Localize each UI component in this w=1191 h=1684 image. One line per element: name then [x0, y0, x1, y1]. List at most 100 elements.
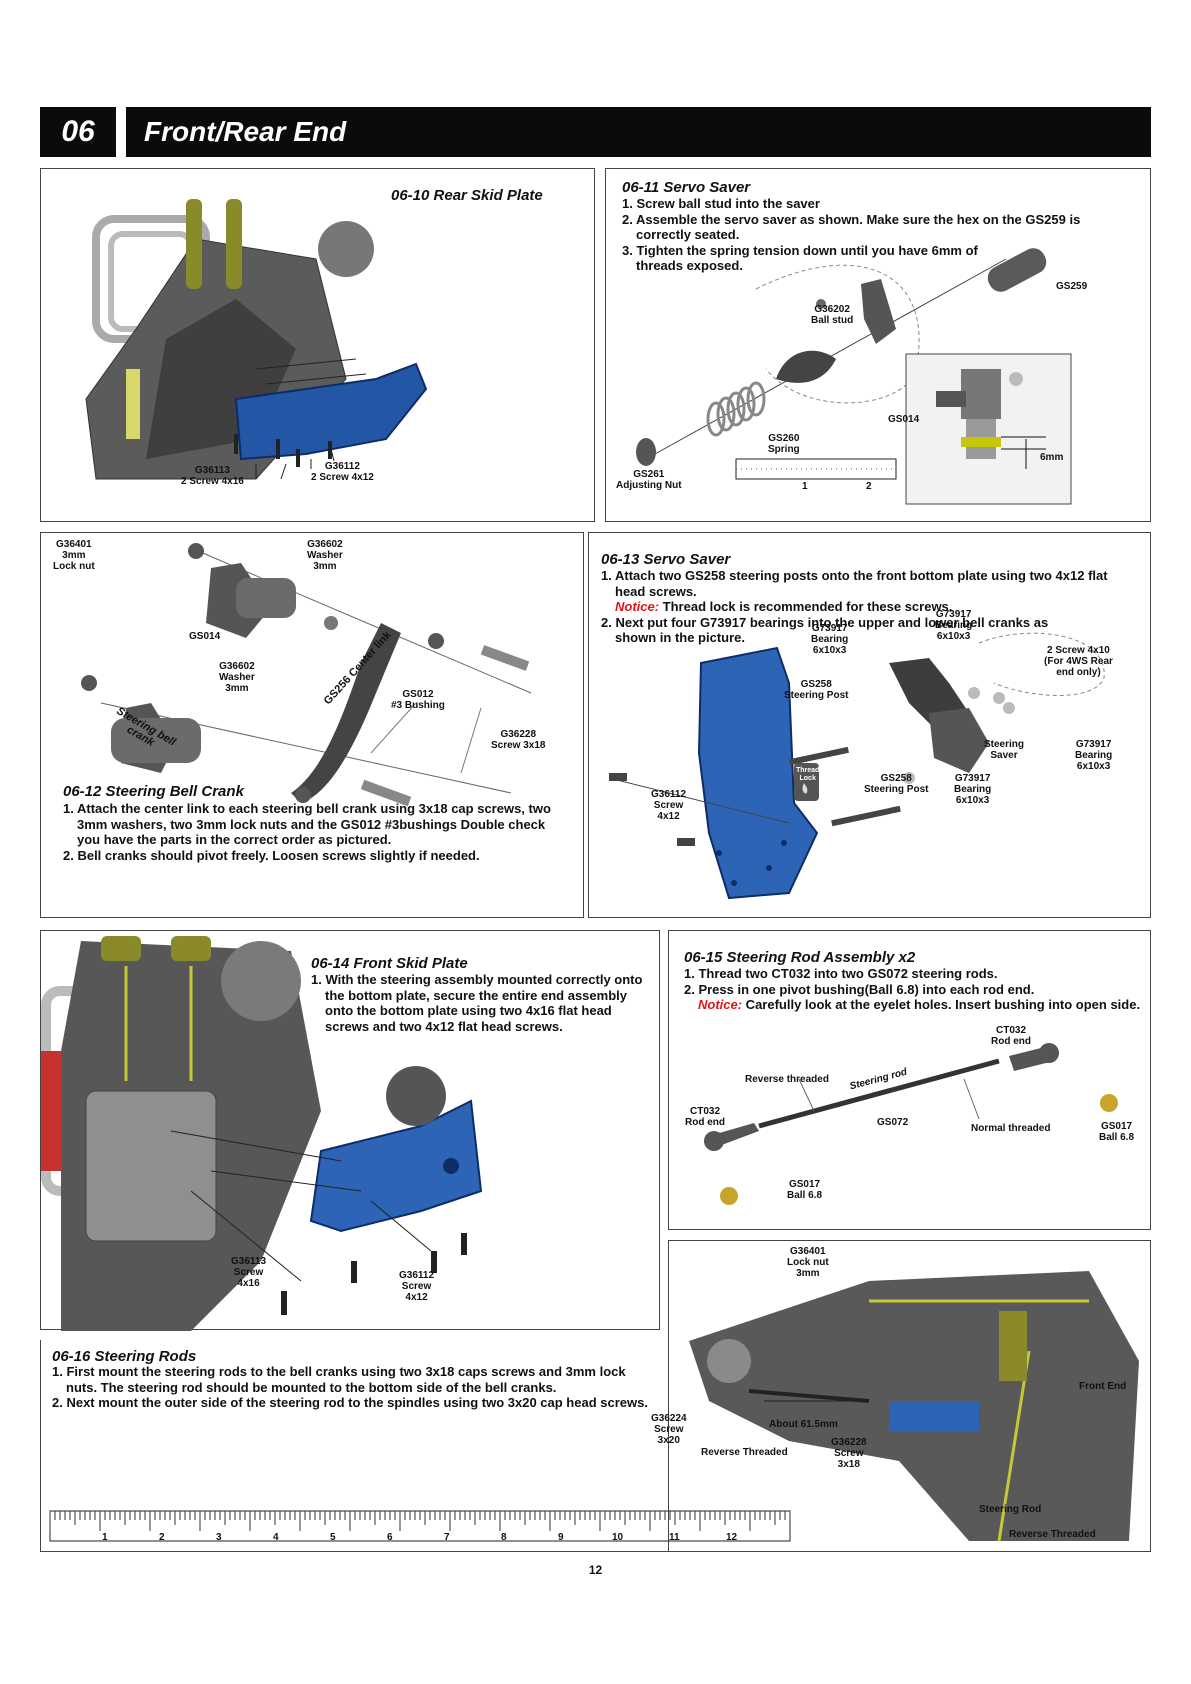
section-title: Front/Rear End [126, 107, 1151, 157]
ruler-mark: 10 [612, 1532, 624, 1543]
label-about-61-5mm: About 61.5mm [769, 1419, 838, 1430]
step: 2. Next put four G73917 bearings into th… [601, 614, 1049, 646]
ruler-mark: 6 [387, 1532, 393, 1543]
notice-text: Carefully look at the eyelet holes. Inse… [742, 997, 1141, 1012]
panel-title-steering-rods: 06-16 Steering Rods [52, 1348, 197, 1365]
label-g36401: G36401 Lock nut 3mm [787, 1246, 829, 1279]
ruler-mark: 7 [444, 1532, 450, 1543]
instruction-steps: 1. Screw ball stud into the saver 2. Ass… [622, 196, 1132, 274]
steering-rod-illustration [704, 1043, 1118, 1205]
label-gs014: GS014 [888, 414, 920, 425]
panel-servo-saver-2: 06-13 Servo Saver 1. Attach two GS258 st… [588, 532, 1151, 918]
panel-title: 06-11 Servo Saver [622, 179, 751, 196]
step: 1. Thread two CT032 into two GS072 steer… [684, 966, 998, 981]
label-gs014: GS014 [189, 631, 221, 642]
label-g36228: G36228 Screw 3x18 [491, 729, 546, 751]
ruler-mark: 1 [102, 1532, 108, 1543]
panel-title: 06-14 Front Skid Plate [311, 955, 468, 972]
label-gs258-bottom: GS258 Steering Post [864, 773, 929, 795]
panel-title: 06-13 Servo Saver [601, 551, 731, 568]
label-gs259: GS259 [1056, 281, 1088, 292]
label-g73917-top: G73917 Bearing 6x10x3 [935, 609, 973, 642]
instruction-steps: 1. Thread two CT032 into two GS072 steer… [684, 966, 1144, 1013]
label-gs261: GS261 Adjusting Nut [616, 469, 682, 491]
label-g73917-left: G73917 Bearing 6x10x3 [811, 623, 849, 656]
label-normal-threaded: Normal threaded [971, 1123, 1051, 1134]
front-end-assembly-illustration [41, 936, 483, 1331]
label-gs017-right: GS017 Ball 6.8 [1099, 1121, 1135, 1143]
label-screw-4x10: 2 Screw 4x10 (For 4WS Rear end only) [1044, 645, 1113, 678]
ruler-mark: 2 [866, 481, 872, 492]
step: 2. Bell cranks should pivot freely. Loos… [63, 847, 480, 863]
rear-end-assembly-illustration [85, 199, 428, 480]
label-g36202: G36202 Ball stud [811, 304, 854, 326]
label-g36224: G36224 Screw 3x20 [651, 1413, 687, 1446]
notice: Notice: Thread lock is recommended for t… [601, 599, 1141, 615]
section-number: 06 [40, 107, 116, 157]
label-g73917-right: G73917 Bearing 6x10x3 [1075, 739, 1113, 772]
instruction-steps: 1. Attach the center link to each steeri… [63, 801, 563, 863]
panel-title: 06-15 Steering Rod Assembly x2 [684, 949, 916, 966]
steering-rods-photo-frame: G36401 Lock nut 3mm Front End G36224 Scr… [651, 1240, 1151, 1552]
notice-label: Notice: [698, 997, 743, 1012]
label-g36602-bottom: G36602 Washer 3mm [219, 661, 255, 694]
label-front-end: Front End [1079, 1381, 1127, 1392]
ruler-mark: 5 [330, 1532, 336, 1543]
panel-front-skid-plate: 06-14 Front Skid Plate 1. With the steer… [40, 930, 660, 1331]
label-g36113: G36113 Screw 4x16 [231, 1256, 267, 1289]
label-ct032-top: CT032 Rod end [991, 1025, 1031, 1047]
instruction-steps: 1. Attach two GS258 steering posts onto … [601, 568, 1141, 646]
label-g36112: G36112 Screw 4x12 [399, 1270, 435, 1303]
label-6mm: 6mm [1040, 452, 1064, 463]
ruler-mark: 9 [558, 1532, 564, 1543]
panel-steering-rod-assembly: 06-15 Steering Rod Assembly x2 1. Thread… [668, 930, 1151, 1230]
notice-label: Notice: [615, 599, 660, 614]
label-reverse-threaded: Reverse threaded [745, 1074, 829, 1085]
panel-steering-bell-crank: G36401 3mm Lock nut G36602 Washer 3mm GS… [40, 532, 584, 918]
step: 1. With the steering assembly mounted co… [311, 972, 643, 1034]
step: 2. Next mount the outer side of the stee… [52, 1395, 648, 1410]
label-gs072: GS072 [877, 1117, 909, 1128]
step: 2. Press in one pivot bushing(Ball 6.8) … [684, 981, 1035, 997]
ruler-mark: 3 [216, 1532, 222, 1543]
label-steering-saver: Steering Saver [984, 739, 1025, 761]
ruler-mark: 1 [802, 481, 808, 492]
ruler-mark: 11 [669, 1532, 680, 1543]
label-g73917-bottom: G73917 Bearing 6x10x3 [954, 773, 992, 806]
bell-crank-illustration [81, 543, 532, 807]
panel-rear-skid-plate: 06-10 Rear Skid Plate G36113 2 Screw 4x1… [40, 168, 595, 522]
step: 3. Tighten the spring tension down until… [622, 242, 978, 274]
step: 1. Screw ball stud into the saver [622, 196, 820, 211]
instruction-steps: 1. With the steering assembly mounted co… [311, 972, 651, 1034]
step: 1. First mount the steering rods to the … [52, 1364, 626, 1395]
label-g36602-top: G36602 Washer 3mm [307, 539, 343, 572]
notice: Notice: Carefully look at the eyelet hol… [684, 997, 1144, 1013]
instruction-steps: 1. First mount the steering rods to the … [52, 1364, 652, 1411]
ruler-mark: 4 [273, 1532, 279, 1543]
label-g36113: G36113 2 Screw 4x16 [181, 465, 244, 487]
ruler-mark: 2 [159, 1532, 165, 1543]
step: 2. Assemble the servo saver as shown. Ma… [622, 211, 1081, 243]
ruler [735, 458, 897, 480]
label-thread-lock: Thread Lock [796, 767, 820, 782]
label-g36112: G36112 Screw 4x12 [651, 789, 687, 822]
label-reverse-threaded-2: Reverse Threaded [1009, 1529, 1096, 1540]
ruler-mark: 12 [726, 1532, 738, 1543]
label-steering-rod: Steering Rod [979, 1504, 1042, 1515]
label-reverse-threaded: Reverse Threaded [701, 1447, 788, 1458]
label-gs012: GS012 #3 Bushing [391, 689, 445, 711]
panel-servo-saver-1: 06-11 Servo Saver 1. Screw ball stud int… [605, 168, 1151, 522]
servo-saver-illustration [636, 248, 1072, 505]
panel-title: 06-12 Steering Bell Crank [63, 783, 244, 800]
label-gs258-top: GS258 Steering Post [784, 679, 849, 701]
label-gs260: GS260 Spring [768, 433, 800, 455]
step: 1. Attach the center link to each steeri… [63, 801, 551, 847]
servo-saver-plate-illustration [608, 632, 1105, 900]
ruler [49, 1510, 791, 1542]
ruler-mark: 8 [501, 1532, 507, 1543]
steering-rods-photo [689, 1271, 1139, 1542]
notice-text: Thread lock is recommended for these scr… [659, 599, 953, 614]
panel-title: 06-10 Rear Skid Plate [391, 187, 543, 204]
step: 1. Attach two GS258 steering posts onto … [601, 568, 1108, 599]
label-g36112: G36112 2 Screw 4x12 [311, 461, 374, 483]
